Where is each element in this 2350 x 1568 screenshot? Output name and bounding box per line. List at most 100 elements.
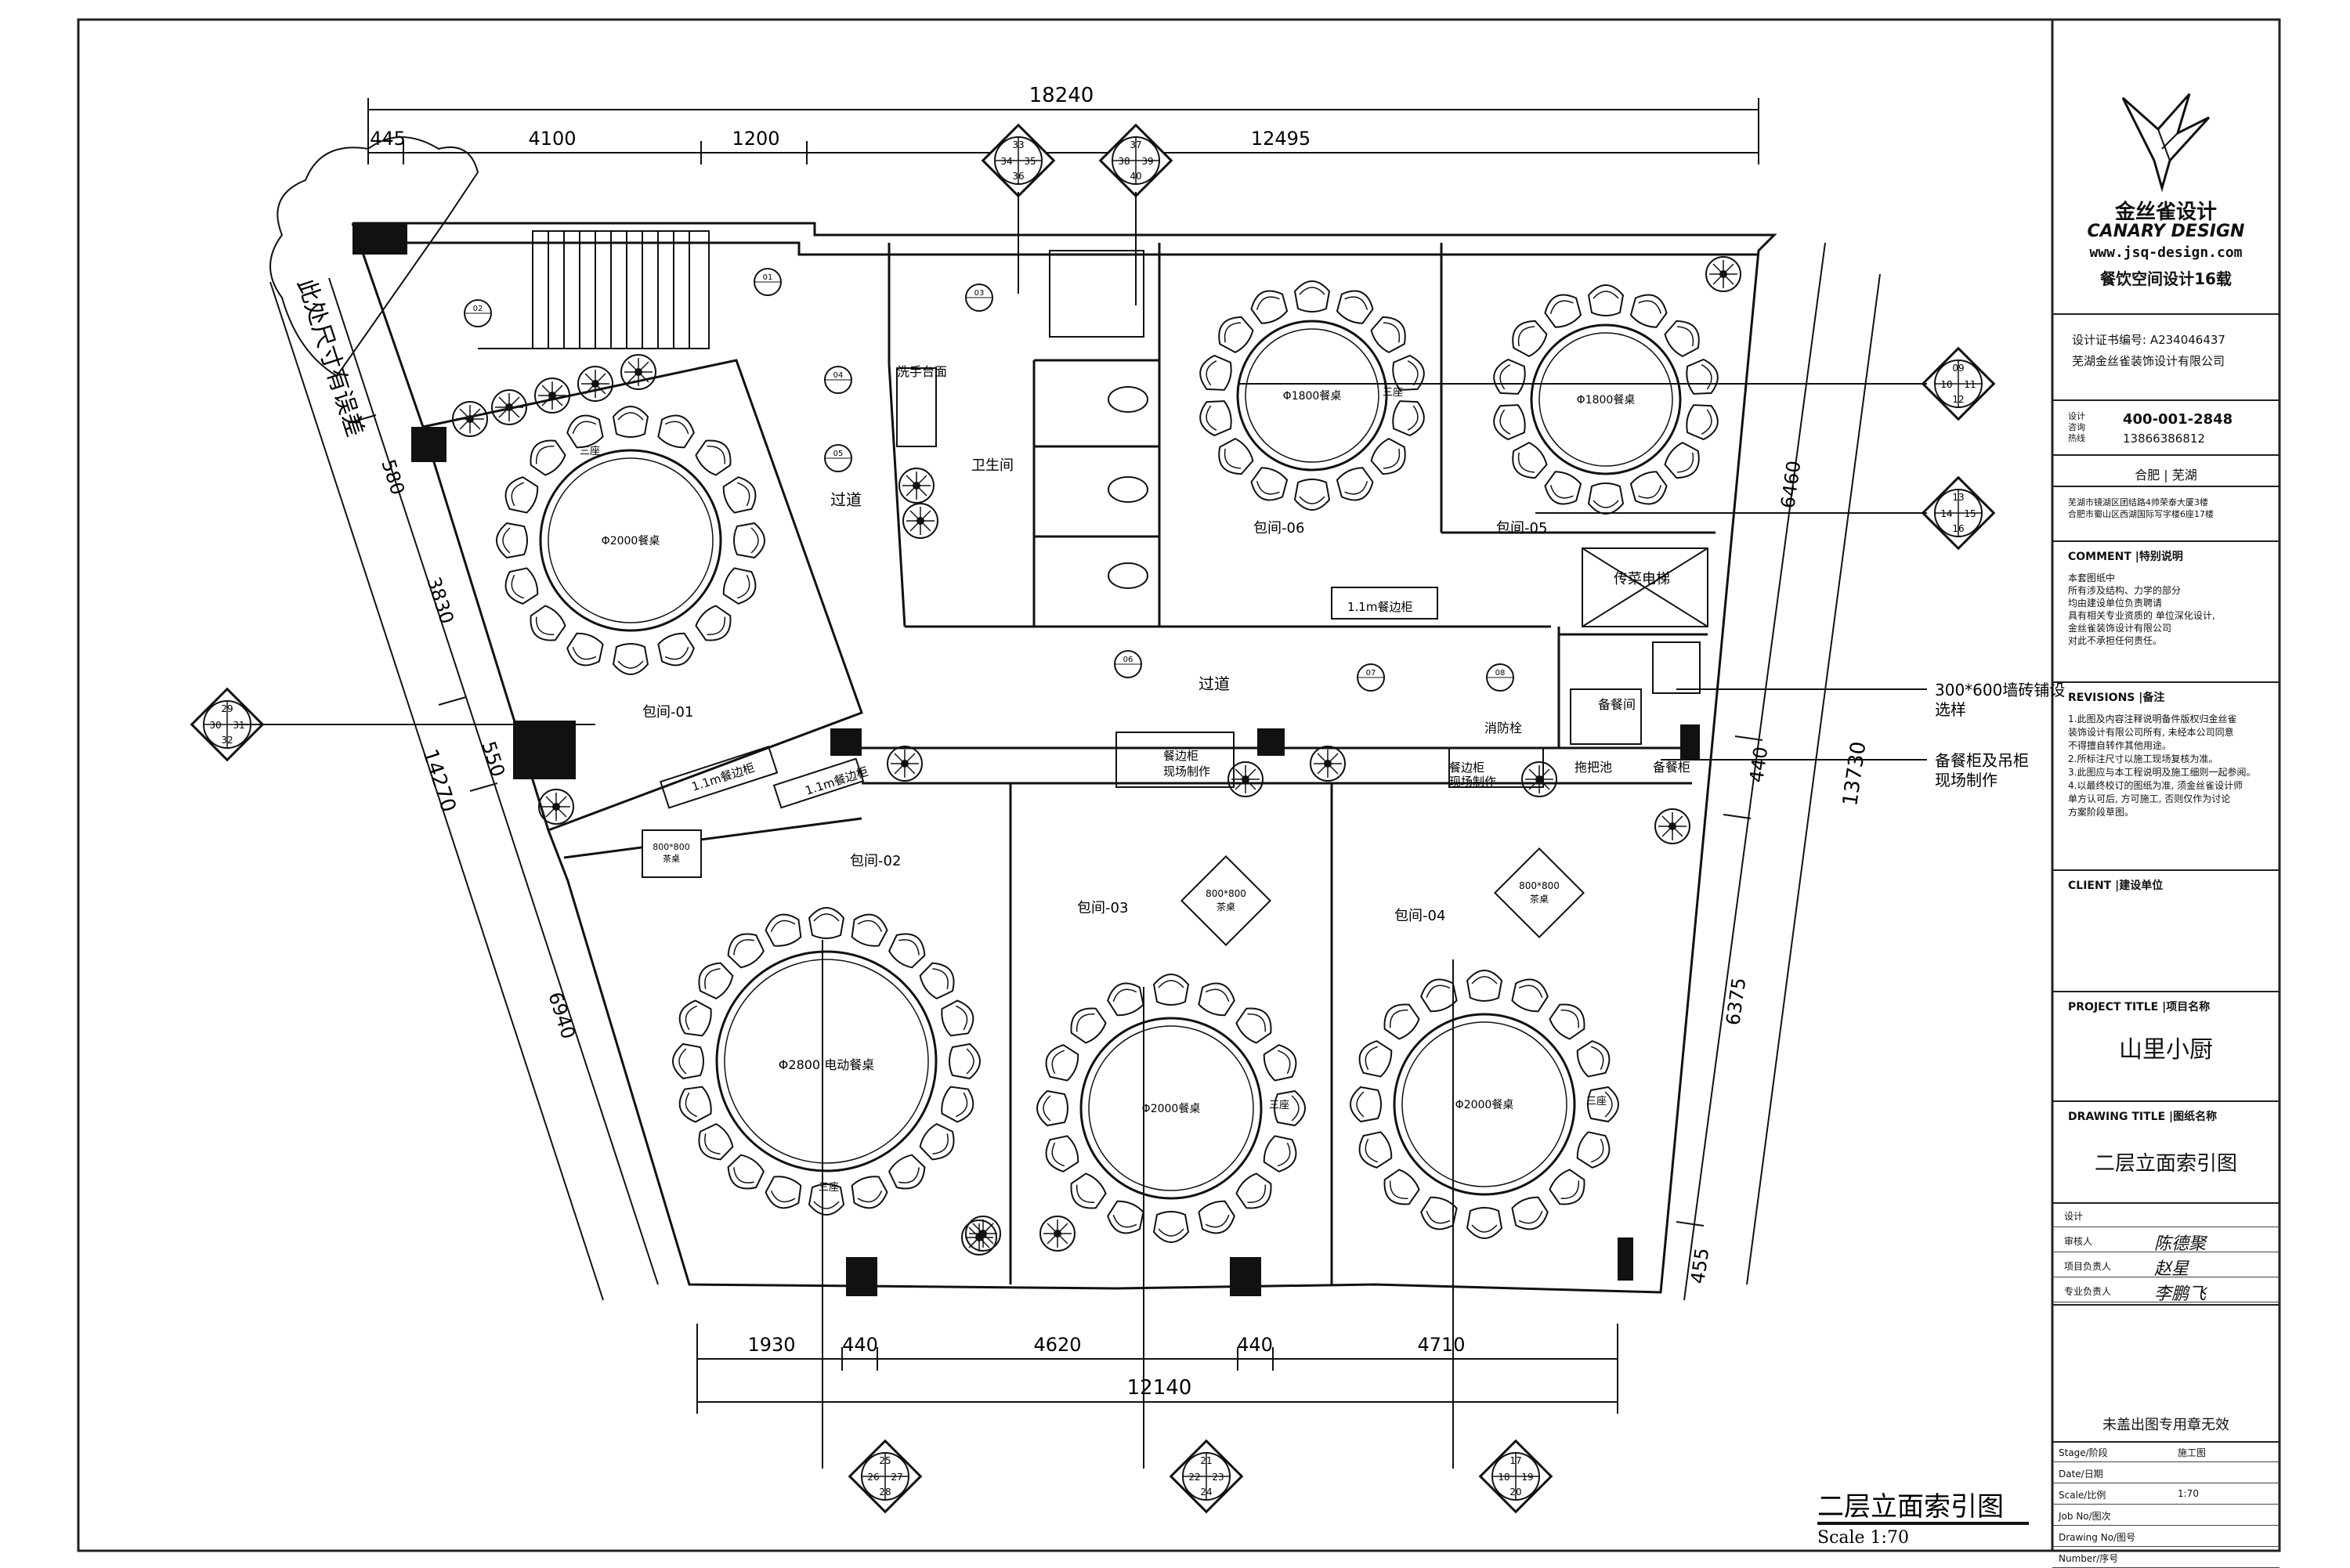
comment-lines: 本套图纸中所有涉及结构、力学的部分均由建设单位负责聘请具有相关专业资质的 单位深… <box>2068 572 2215 647</box>
chair <box>1659 313 1707 362</box>
chair <box>1246 284 1292 329</box>
index-mark-small: 01 <box>754 268 782 296</box>
dim-bottom-part-5: 4710 <box>1417 1334 1465 1356</box>
chair <box>1103 977 1148 1021</box>
comment-line: 具有相关专业资质的 单位深化设计, <box>2068 610 2215 621</box>
dim-left-part-4: 6940 <box>544 989 580 1042</box>
chair <box>674 996 716 1041</box>
corridor-label-1: 过道 <box>830 490 862 509</box>
index-mark-small: 04 <box>824 366 852 394</box>
toilet-fixtures <box>1108 386 1148 589</box>
chair <box>1544 996 1593 1045</box>
chair <box>653 628 699 672</box>
chair <box>1466 1207 1502 1239</box>
index-number: 08 <box>1495 669 1506 677</box>
sofa-label-3: 三座 <box>1269 1100 1289 1111</box>
table-label-05: Φ1800餐桌 <box>1577 394 1636 406</box>
consult-label-3: 热线 <box>2068 433 2085 443</box>
dim-bottom-total: 12140 <box>1127 1376 1192 1400</box>
project-label: PROJECT TITLE |项目名称 <box>2068 1001 2211 1013</box>
dim-right-part-1: 6460 <box>1777 459 1805 509</box>
info-row: Job No/图次 <box>2052 1505 2280 1526</box>
dim-bottom-part-2: 440 <box>842 1334 878 1356</box>
table-room-03 <box>1036 974 1306 1243</box>
index-number: 27 <box>891 1472 902 1483</box>
chair <box>1153 1211 1189 1243</box>
info-row: Number/序号 <box>2052 1547 2280 1568</box>
staff-role: 审核人 <box>2064 1236 2093 1247</box>
chair <box>721 1150 769 1197</box>
revision-line: 4.以最终校订的图纸为准, 须金丝雀设计师 <box>2068 780 2243 791</box>
chair <box>1332 284 1379 329</box>
staff-role: 设计 <box>2064 1211 2084 1222</box>
room-label-02: 包间-02 <box>850 853 901 869</box>
phone-1: 400-001-2848 <box>2123 411 2233 428</box>
address-1: 芜湖市镜湖区团结路4帅荣泰大厦3楼 <box>2068 497 2208 508</box>
sheet-frame <box>77 18 2281 1552</box>
room-label-06: 包间-06 <box>1253 520 1304 537</box>
chair <box>1103 1196 1148 1240</box>
revision-line: 方案阶段草图。 <box>2068 807 2135 818</box>
dim-top-part-3: 1200 <box>732 128 779 150</box>
chair <box>937 1082 979 1126</box>
tagline: 餐饮空间设计16载 <box>2100 269 2232 288</box>
index-number: 29 <box>221 703 233 714</box>
table-label-02: Φ2800 电动餐桌 <box>779 1057 874 1072</box>
index-number: 26 <box>867 1472 879 1483</box>
index-number: 21 <box>1200 1455 1212 1466</box>
tea-label-02a: 800*800 <box>653 842 690 852</box>
chair <box>613 643 649 675</box>
chair <box>1625 287 1672 333</box>
dim-right-part-4: 455 <box>1687 1247 1713 1285</box>
chair <box>949 1043 981 1079</box>
info-value: 施工图 <box>2178 1447 2207 1458</box>
chair <box>1211 309 1259 358</box>
revision-line: 2.所标注尺寸以施工现场复核为准。 <box>2068 753 2218 764</box>
chair <box>1259 1040 1303 1086</box>
cab-label-1a: 餐边柜 <box>1163 749 1198 763</box>
index-number: 07 <box>1366 669 1376 677</box>
logo-bird-icon <box>2121 93 2211 193</box>
phone-2: 13866386812 <box>2123 432 2205 446</box>
index-number: 16 <box>1952 523 1964 534</box>
dim-right-total: 13730 <box>1838 740 1871 807</box>
sideboards <box>660 250 1708 809</box>
chair <box>1039 1131 1083 1176</box>
chair <box>1195 352 1235 395</box>
chair <box>672 1043 704 1079</box>
chair <box>1507 1192 1553 1236</box>
chair <box>674 1082 716 1126</box>
info-label: Drawing No/图号 <box>2059 1532 2136 1543</box>
sofa-label-2: 三座 <box>819 1182 839 1194</box>
chair <box>1195 396 1235 439</box>
tea-label-04b: 茶桌 <box>1530 893 1549 905</box>
chair <box>690 600 739 649</box>
dim-left-total: 14270 <box>418 746 460 815</box>
logo-cn: 金丝雀设计 <box>2114 201 2217 224</box>
info-label: Job No/图次 <box>2059 1511 2111 1522</box>
chair <box>1539 287 1586 333</box>
tea-label-03b: 茶桌 <box>1217 901 1235 912</box>
index-leaders <box>235 192 1927 1469</box>
index-number: 25 <box>879 1455 891 1466</box>
staff-row: 审核人 陈德聚 <box>2052 1227 2280 1254</box>
staff-name: 赵星 <box>2154 1259 2189 1279</box>
chair <box>1153 974 1189 1006</box>
table-room-06 <box>1195 280 1429 511</box>
comment-line: 本套图纸中 <box>2068 573 2116 583</box>
tree-outline <box>269 136 479 378</box>
staff-role: 项目负责人 <box>2064 1261 2112 1272</box>
consult-label-1: 设计 <box>2068 411 2085 421</box>
chair <box>1259 1131 1303 1176</box>
index-number: 03 <box>974 289 985 298</box>
index-number: 12 <box>1952 394 1964 405</box>
chair <box>761 1172 806 1214</box>
drawing-scale: Scale 1:70 <box>1817 1528 1909 1548</box>
chair <box>1063 1168 1112 1216</box>
revision-line: 单方认可后, 方可施工, 否则仅作为讨论 <box>2068 793 2231 804</box>
cab-label-2b: 现场制作 <box>1449 775 1496 789</box>
